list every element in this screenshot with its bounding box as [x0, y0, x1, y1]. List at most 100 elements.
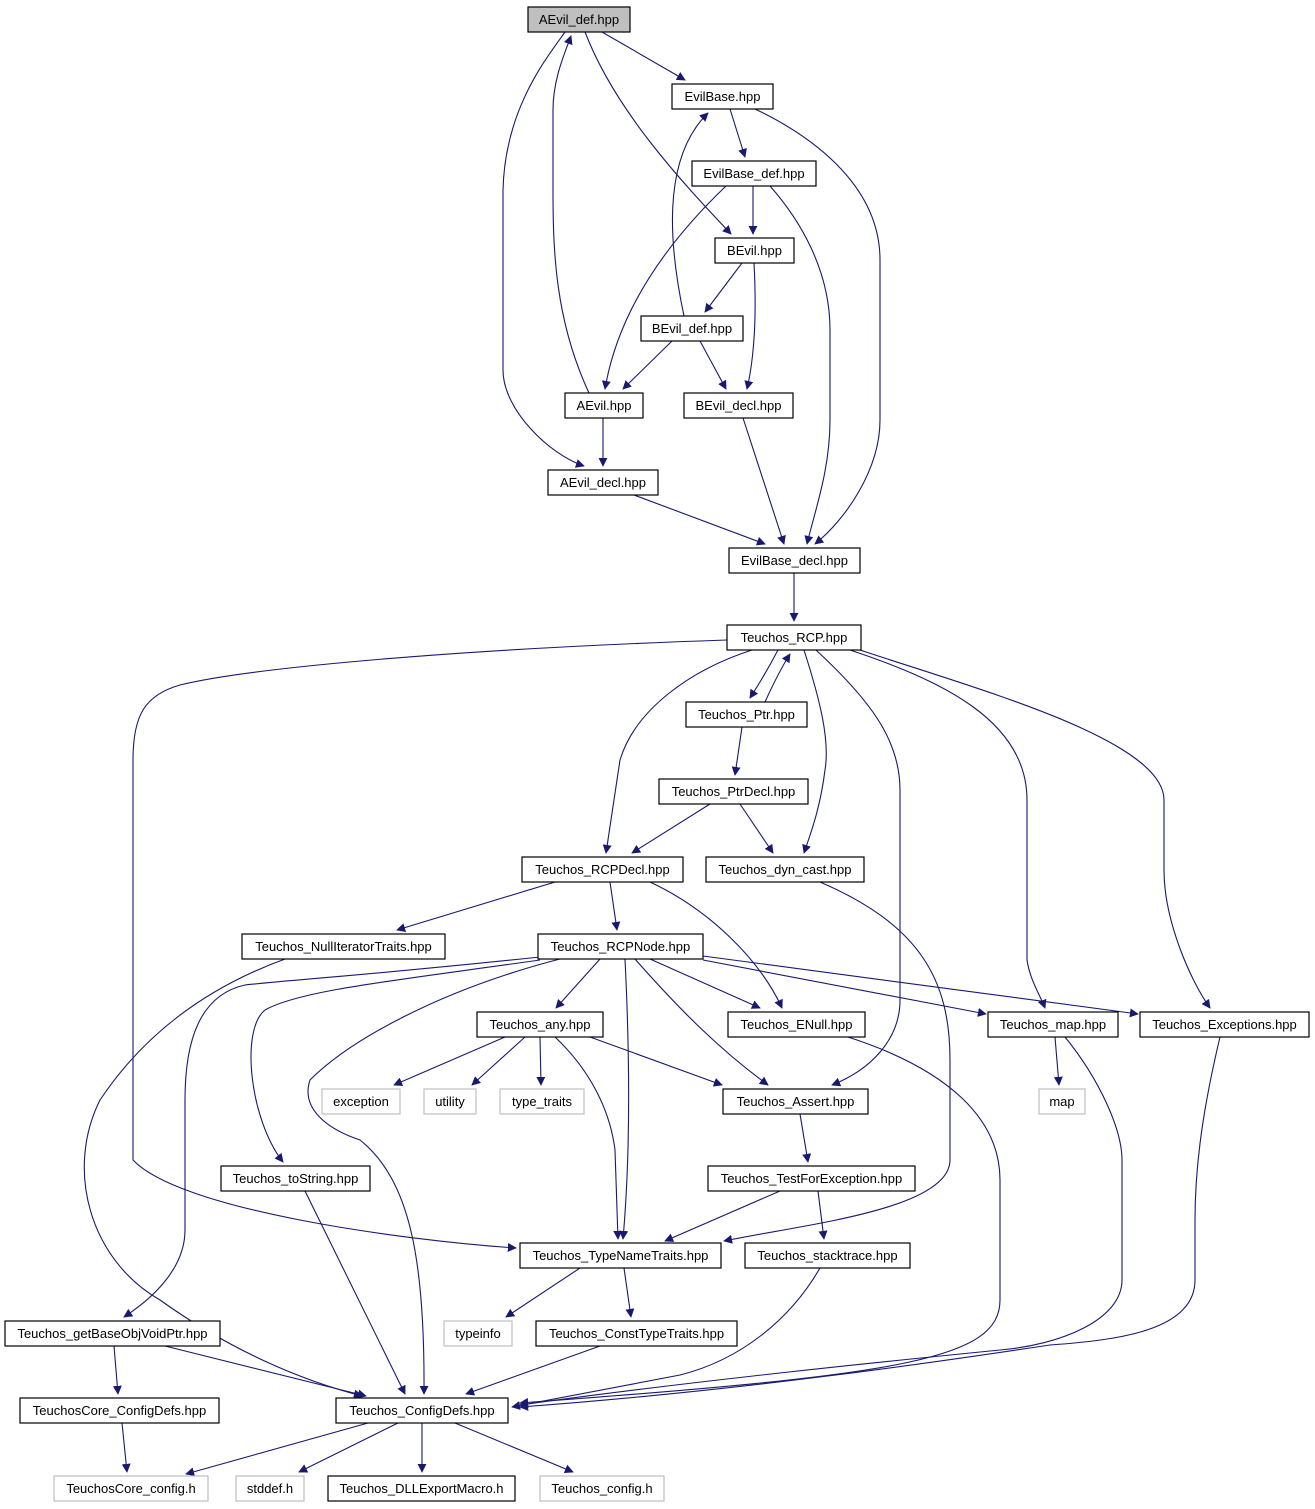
node-type_traits: type_traits: [499, 1088, 585, 1115]
node-exceptions[interactable]: Teuchos_Exceptions.hpp: [1139, 1011, 1310, 1038]
node-box: [547, 469, 659, 496]
edge-configdefs-to-config_h: [454, 1422, 574, 1474]
node-ptrdecl[interactable]: Teuchos_PtrDecl.hpp: [658, 778, 809, 805]
node-label: Teuchos_toString.hpp: [233, 1171, 359, 1186]
edge-line: [589, 1036, 723, 1087]
edge-line: [112, 1345, 122, 1395]
node-layer: AEvil_def.hppEvilBase.hppEvilBase_def.hp…: [4, 6, 1310, 1502]
edge-dyncast-to-typename: [723, 881, 951, 1244]
node-evilbase[interactable]: EvilBase.hpp: [671, 83, 774, 110]
edge-rcpnode-to-typename: [619, 958, 630, 1240]
edge-testforexc-to-stacktrace: [817, 1190, 828, 1240]
node-getbase[interactable]: Teuchos_getBaseObjVoidPtr.hpp: [4, 1320, 221, 1347]
node-tostring[interactable]: Teuchos_toString.hpp: [220, 1165, 371, 1192]
edge-line: [396, 881, 556, 932]
edge-line: [754, 108, 881, 545]
node-box: [53, 1475, 209, 1502]
node-box: [4, 1320, 221, 1347]
node-label: Teuchos_dyn_cast.hpp: [719, 862, 852, 877]
edge-line: [664, 1190, 781, 1242]
edge-line: [601, 185, 727, 390]
edge-line: [802, 649, 827, 854]
node-box: [535, 1320, 738, 1347]
edge-aevil_def-to-aevil_decl: [502, 31, 585, 468]
node-label: type_traits: [512, 1094, 572, 1109]
edge-line: [519, 1036, 1001, 1407]
node-stacktrace[interactable]: Teuchos_stacktrace.hpp: [744, 1242, 911, 1269]
edge-line: [817, 1190, 828, 1240]
node-dllexport[interactable]: Teuchos_DLLExportMacro.h: [327, 1475, 516, 1502]
edge-line: [307, 958, 561, 1395]
node-label: BEvil.hpp: [727, 243, 782, 258]
node-evilbase_def[interactable]: EvilBase_def.hpp: [691, 160, 817, 187]
node-dyncast[interactable]: Teuchos_dyn_cast.hpp: [705, 856, 865, 883]
node-label: Teuchos_RCPDecl.hpp: [535, 862, 669, 877]
edge-line: [623, 1267, 635, 1318]
node-consttype[interactable]: Teuchos_ConstTypeTraits.hpp: [535, 1320, 738, 1347]
edge-ptr-to-rcp: [764, 653, 791, 703]
node-any[interactable]: Teuchos_any.hpp: [476, 1011, 604, 1038]
edge-bevil-to-bevil_decl: [744, 262, 756, 390]
node-configdefs[interactable]: Teuchos_ConfigDefs.hpp: [335, 1397, 509, 1424]
node-utility: utility: [423, 1088, 477, 1115]
node-bevil_def[interactable]: BEvil_def.hpp: [640, 315, 744, 342]
node-label: AEvil_def.hpp: [539, 12, 619, 27]
edge-line: [502, 31, 585, 468]
node-evilbase_decl[interactable]: EvilBase_decl.hpp: [728, 547, 861, 574]
edge-line: [185, 1422, 369, 1477]
node-rcpdecl[interactable]: Teuchos_RCPDecl.hpp: [521, 856, 684, 883]
edge-rcp-to-rcpdecl: [602, 649, 753, 854]
edge-bevil-to-bevil_def: [704, 262, 743, 313]
node-aevil[interactable]: AEvil.hpp: [564, 392, 644, 419]
node-label: EvilBase_def.hpp: [703, 166, 804, 181]
node-box: [671, 83, 774, 110]
edge-ptrdecl-to-rcpdecl: [631, 803, 711, 854]
edge-line: [702, 959, 987, 1017]
edge-aevil_decl-to-evilbase_decl: [633, 494, 766, 546]
node-aevil_decl[interactable]: AEvil_decl.hpp: [547, 469, 659, 496]
node-label: AEvil_decl.hpp: [560, 475, 646, 490]
edge-bevil_def-to-bevil_decl: [699, 340, 727, 390]
node-box: [714, 237, 795, 264]
edge-tostring-to-configdefs: [304, 1190, 406, 1395]
node-label: Teuchos_config.h: [551, 1481, 652, 1496]
edge-line: [454, 1422, 574, 1474]
edge-line: [601, 31, 686, 81]
node-map: map: [1038, 1088, 1086, 1115]
node-ptr[interactable]: Teuchos_Ptr.hpp: [685, 701, 808, 728]
node-label: AEvil.hpp: [577, 398, 632, 413]
edge-line: [731, 726, 743, 776]
node-testforexc[interactable]: Teuchos_TestForException.hpp: [707, 1165, 916, 1192]
edge-line: [602, 649, 753, 854]
node-typename[interactable]: Teuchos_TypeNameTraits.hpp: [519, 1242, 722, 1269]
node-nulliter[interactable]: Teuchos_NullIteratorTraits.hpp: [241, 933, 446, 960]
edge-rcp-to-map_hpp: [849, 649, 1047, 1009]
edge-bevil_def-to-aevil: [622, 340, 673, 390]
node-label: stddef.h: [247, 1481, 293, 1496]
edge-layer: [83, 31, 1221, 1477]
node-exception: exception: [321, 1088, 401, 1115]
node-coreconfigdefs[interactable]: TeuchosCore_ConfigDefs.hpp: [19, 1397, 220, 1424]
node-enull[interactable]: Teuchos_ENull.hpp: [727, 1011, 866, 1038]
node-bevil[interactable]: BEvil.hpp: [714, 237, 795, 264]
edge-line: [132, 639, 728, 1252]
node-box: [321, 1088, 401, 1115]
edge-rcp-to-typename: [132, 639, 728, 1252]
node-assert[interactable]: Teuchos_Assert.hpp: [722, 1088, 869, 1115]
edge-line: [704, 262, 743, 313]
node-config_h: Teuchos_config.h: [539, 1475, 665, 1502]
node-map_hpp[interactable]: Teuchos_map.hpp: [987, 1011, 1119, 1038]
node-box: [685, 701, 808, 728]
node-label: Teuchos_Assert.hpp: [737, 1094, 855, 1109]
edge-line: [164, 1345, 367, 1399]
edge-line: [619, 958, 630, 1240]
edge-rcpdecl-to-nulliter: [396, 881, 556, 932]
node-rcpnode[interactable]: Teuchos_RCPNode.hpp: [537, 933, 704, 960]
node-bevil_decl[interactable]: BEvil_decl.hpp: [683, 392, 794, 419]
edge-line: [123, 956, 541, 1318]
edge-map_hpp-to-configdefs: [519, 1036, 1123, 1409]
edge-any-to-type_traits: [536, 1036, 546, 1086]
node-box: [19, 1397, 220, 1424]
node-rcp[interactable]: Teuchos_RCP.hpp: [726, 624, 862, 651]
